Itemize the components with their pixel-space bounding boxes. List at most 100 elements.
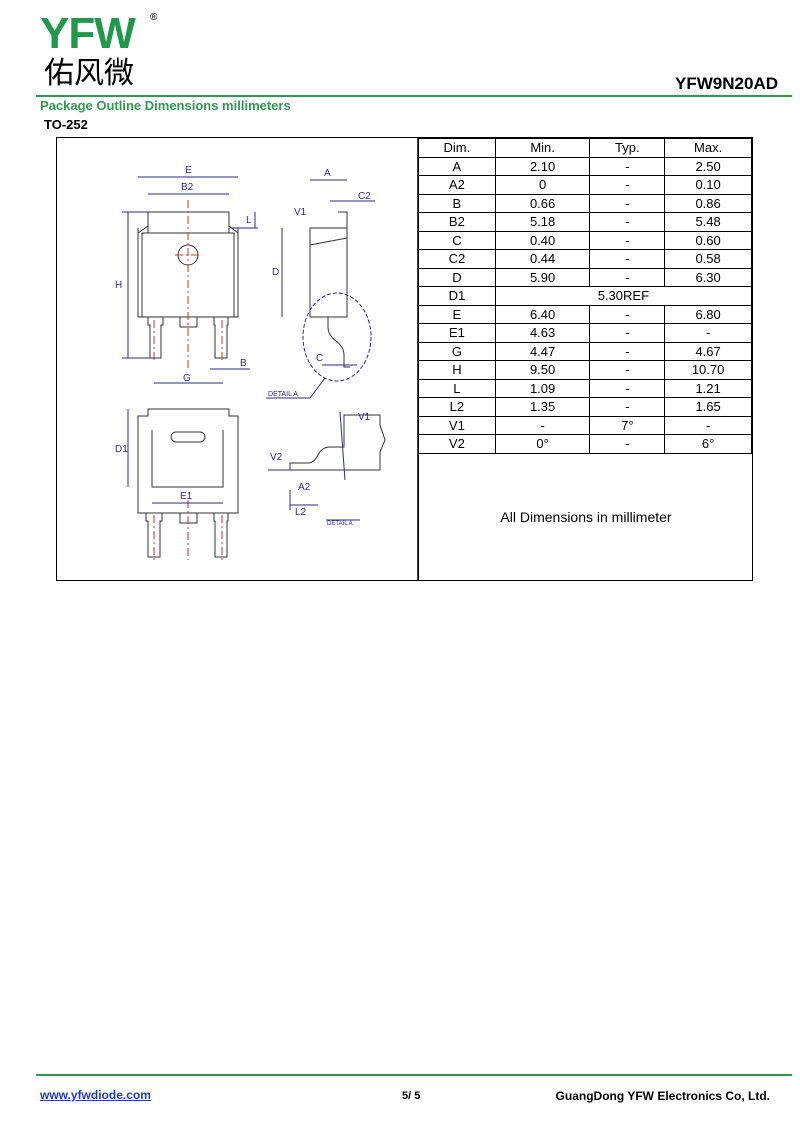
bottom-view [127,408,239,560]
svg-text:V2: V2 [270,452,283,463]
column-header: Typ. [589,138,666,158]
table-cell: - [589,397,666,417]
table-cell: 0.60 [664,230,752,250]
table-cell: L [418,378,496,398]
table-cell: - [589,175,666,195]
table-cell: C [418,230,496,250]
table-cell: 0.40 [494,230,591,250]
table-cell: 2.50 [664,156,752,176]
table-cell: - [589,212,666,232]
table-cell: - [589,434,666,454]
svg-text:V1: V1 [294,207,307,218]
table-cell: 6.80 [664,304,752,324]
table-cell: - [664,323,752,343]
table-cell: 2.10 [494,156,591,176]
registered-mark: ® [150,12,158,23]
logo-chinese-name: 佑风微 [44,56,134,91]
table-cell: 4.47 [494,341,591,361]
outline-frame [56,137,753,581]
table-cell: - [589,341,666,361]
table-cell: - [494,415,591,435]
svg-text:G: G [183,373,191,384]
table-row: V1-7°- [418,415,752,435]
table-cell: 0.10 [664,175,752,195]
table-cell: 1.09 [494,378,591,398]
table-cell: G [418,341,496,361]
svg-text:D: D [272,267,279,278]
svg-text:DETAIL A: DETAIL A [268,391,298,398]
section-title: Package Outline Dimensions millimeters [40,98,291,113]
table-cell: B2 [418,212,496,232]
svg-text:H: H [115,280,122,291]
dimensions-note: All Dimensions in millimeter [418,455,753,579]
table-cell: E [418,304,496,324]
footer-divider [36,1074,792,1076]
table-cell: - [589,230,666,250]
dimension-labels: E B2 L H G B A C2 D V1 C DETAIL A D1 E1 … [115,165,371,527]
table-cell: - [589,360,666,380]
table-cell: 0.44 [494,249,591,269]
table-cell: H [418,360,496,380]
package-name: TO-252 [44,117,88,132]
table-cell: 5.30REF [494,286,753,306]
table-cell: 4.67 [664,341,752,361]
svg-text:B: B [240,358,247,369]
svg-text:E: E [185,165,192,176]
table-cell: - [589,378,666,398]
table-cell: - [589,249,666,269]
table-cell: 1.21 [664,378,752,398]
table-cell: A2 [418,175,496,195]
company-logo: YFW [40,9,136,58]
table-cell: 0.86 [664,193,752,213]
table-cell: 7° [589,415,666,435]
svg-text:DETAIL A: DETAIL A [327,521,353,527]
table-cell: A [418,156,496,176]
table-cell: - [589,304,666,324]
table-cell: - [589,267,666,287]
table-cell: - [589,193,666,213]
table-cell: 0° [494,434,591,454]
part-number: YFW9N20AD [675,74,778,93]
table-cell: V2 [418,434,496,454]
svg-text:C2: C2 [358,191,371,202]
column-header: Dim. [418,138,496,158]
detail-a-view [268,411,386,521]
svg-text:L2: L2 [295,507,307,518]
header-divider [36,95,792,97]
side-view [266,179,375,399]
svg-text:C: C [316,353,323,364]
table-cell: 5.90 [494,267,591,287]
svg-text:A2: A2 [298,482,311,493]
table-cell: - [589,323,666,343]
page-number: 5/ 5 [402,1090,421,1102]
table-cell: 0.66 [494,193,591,213]
table-cell: D [418,267,496,287]
table-cell: B [418,193,496,213]
svg-text:L: L [246,215,252,226]
table-cell: 0 [494,175,591,195]
table-cell: - [664,415,752,435]
svg-text:B2: B2 [181,182,194,193]
table-cell: 6.40 [494,304,591,324]
table-cell: 5.48 [664,212,752,232]
website-link[interactable]: www.yfwdiode.com [40,1088,151,1102]
top-view [122,176,258,384]
table-cell: 1.65 [664,397,752,417]
svg-text:A: A [324,168,331,179]
table-cell: 6.30 [664,267,752,287]
table-cell: 4.63 [494,323,591,343]
